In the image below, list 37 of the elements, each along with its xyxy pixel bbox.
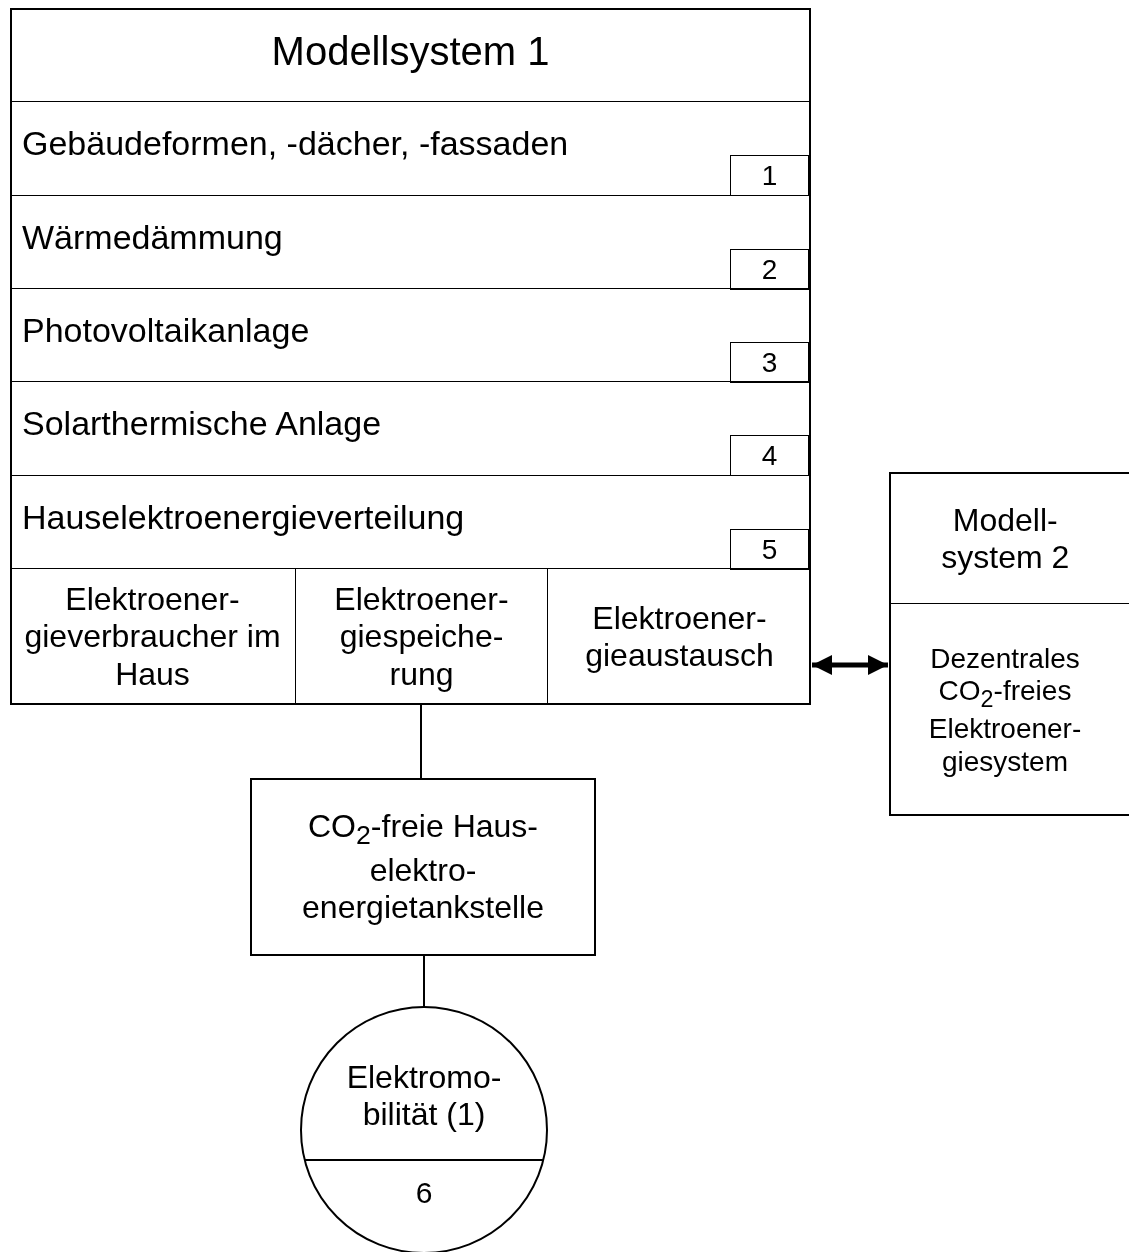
cell-label: Elektroener- gieaustausch	[584, 599, 775, 675]
number-box	[730, 342, 811, 383]
number-box	[730, 249, 811, 290]
row-label: Photovoltaikanlage	[22, 311, 310, 351]
row-label: Wärmedämmung	[22, 218, 283, 258]
component-row	[10, 475, 811, 568]
cell-label: Elektroener- giespeiche- rung	[333, 580, 510, 694]
connector-line	[423, 955, 425, 1008]
callout-number: 5	[760, 534, 779, 567]
connector-line	[420, 704, 422, 779]
component-cell	[295, 568, 547, 705]
process-box	[250, 778, 596, 956]
arrow	[812, 655, 888, 675]
circle-label: Elektromo- bilität (1)	[345, 1058, 503, 1133]
callout-number: 1	[760, 160, 779, 193]
component-cell	[547, 568, 811, 705]
callout-number: 2	[760, 254, 779, 287]
system-box	[889, 472, 1129, 816]
component-row	[10, 381, 811, 475]
system-box	[10, 8, 811, 705]
component-row	[10, 288, 811, 381]
callout-number: 3	[760, 347, 779, 380]
component-row	[10, 101, 811, 195]
row-label: Hauselektroenergieverteilung	[22, 498, 465, 538]
cell-label: Elektroener- gieverbraucher im Haus	[23, 580, 282, 694]
callout-number: 4	[760, 440, 779, 473]
number-box	[730, 435, 811, 476]
number-box	[730, 529, 811, 570]
number-box	[730, 155, 811, 196]
box-title: Modellsystem 1	[270, 28, 551, 75]
callout-number: 6	[415, 1174, 433, 1211]
row-label: Solarthermische Anlage	[22, 404, 382, 444]
box-title: Modell- system 2	[940, 501, 1071, 576]
row-label: Gebäudeformen, -dächer, -fassaden	[22, 124, 569, 164]
box-label: Dezentrales CO$_{2}$-freies Elektroener- giesystem	[927, 642, 1083, 779]
component-row	[10, 195, 811, 288]
box-label: CO$_{2}$-freie Haus- elektro- energietankstelle	[301, 807, 545, 927]
